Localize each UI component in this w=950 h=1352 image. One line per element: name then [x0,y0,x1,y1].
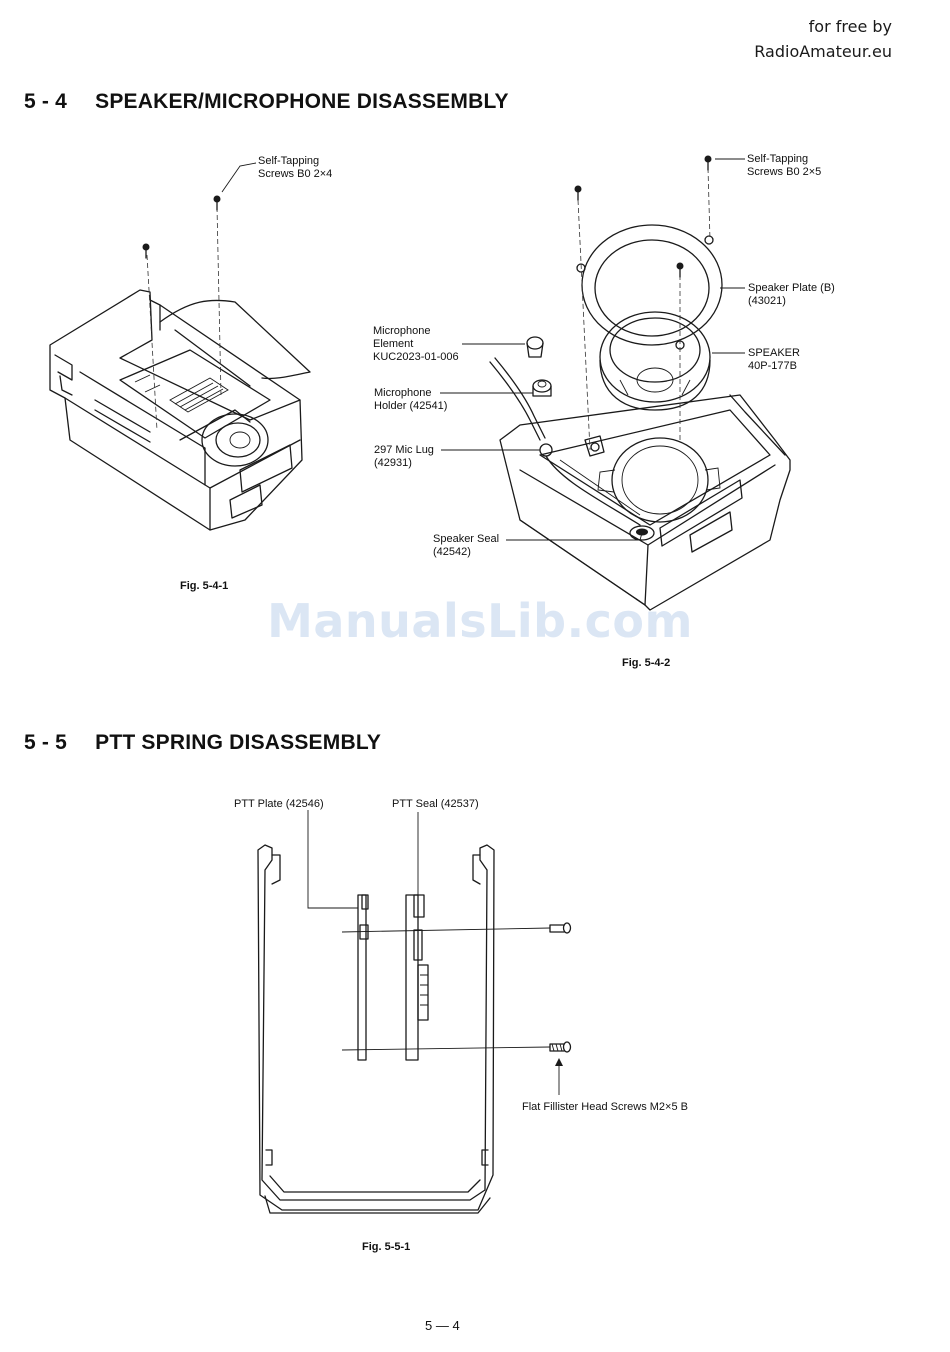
label-flat-fillister-screws: Flat Fillister Head Screws M2×5 B [522,1101,688,1113]
source-credit-line2: RadioAmateur.eu [754,42,892,61]
section-title: SPEAKER/MICROPHONE DISASSEMBLY [95,90,509,113]
label-microphone-holder: Microphone Holder (42541) [374,387,448,412]
section-number: 5 - 5 [24,731,68,754]
watermark: ManualsLib.com [267,594,693,648]
figure-5-4-1-drawing [49,162,311,531]
figure-caption-5-4-2: Fig. 5-4-2 [622,657,671,669]
figure-caption-5-4-1: Fig. 5-4-1 [180,580,229,592]
label-self-tapping-screws-2x4: Self-Tapping Screws B0 2×4 [258,155,333,180]
label-speaker: SPEAKER 40P-177B [748,347,800,372]
label-speaker-seal: Speaker Seal (42542) [433,533,500,558]
label-speaker-plate: Speaker Plate (B) (43021) [748,282,835,307]
section-heading-5-5: 5 - 5 PTT SPRING DISASSEMBLY [24,731,381,755]
figure-5-5-1-drawing [257,810,572,1214]
page-number: 5 — 4 [425,1318,460,1333]
section-number: 5 - 4 [24,90,68,113]
label-ptt-plate: PTT Plate (42546) [234,798,324,810]
label-self-tapping-screws-2x5: Self-Tapping Screws B0 2×5 [747,153,822,178]
figure-5-4-2-drawing [440,155,791,611]
section-heading-5-4: 5 - 4 SPEAKER/MICROPHONE DISASSEMBLY [24,90,509,114]
label-microphone-element: Microphone Element KUC2023-01-006 [373,325,459,363]
label-ptt-seal: PTT Seal (42537) [392,798,479,810]
label-mic-lug: 297 Mic Lug (42931) [374,444,434,469]
source-credit: for free by RadioAmateur.eu [754,14,892,64]
section-title: PTT SPRING DISASSEMBLY [95,731,382,754]
figure-caption-5-5-1: Fig. 5-5-1 [362,1241,411,1253]
source-credit-line1: for free by [808,17,892,36]
